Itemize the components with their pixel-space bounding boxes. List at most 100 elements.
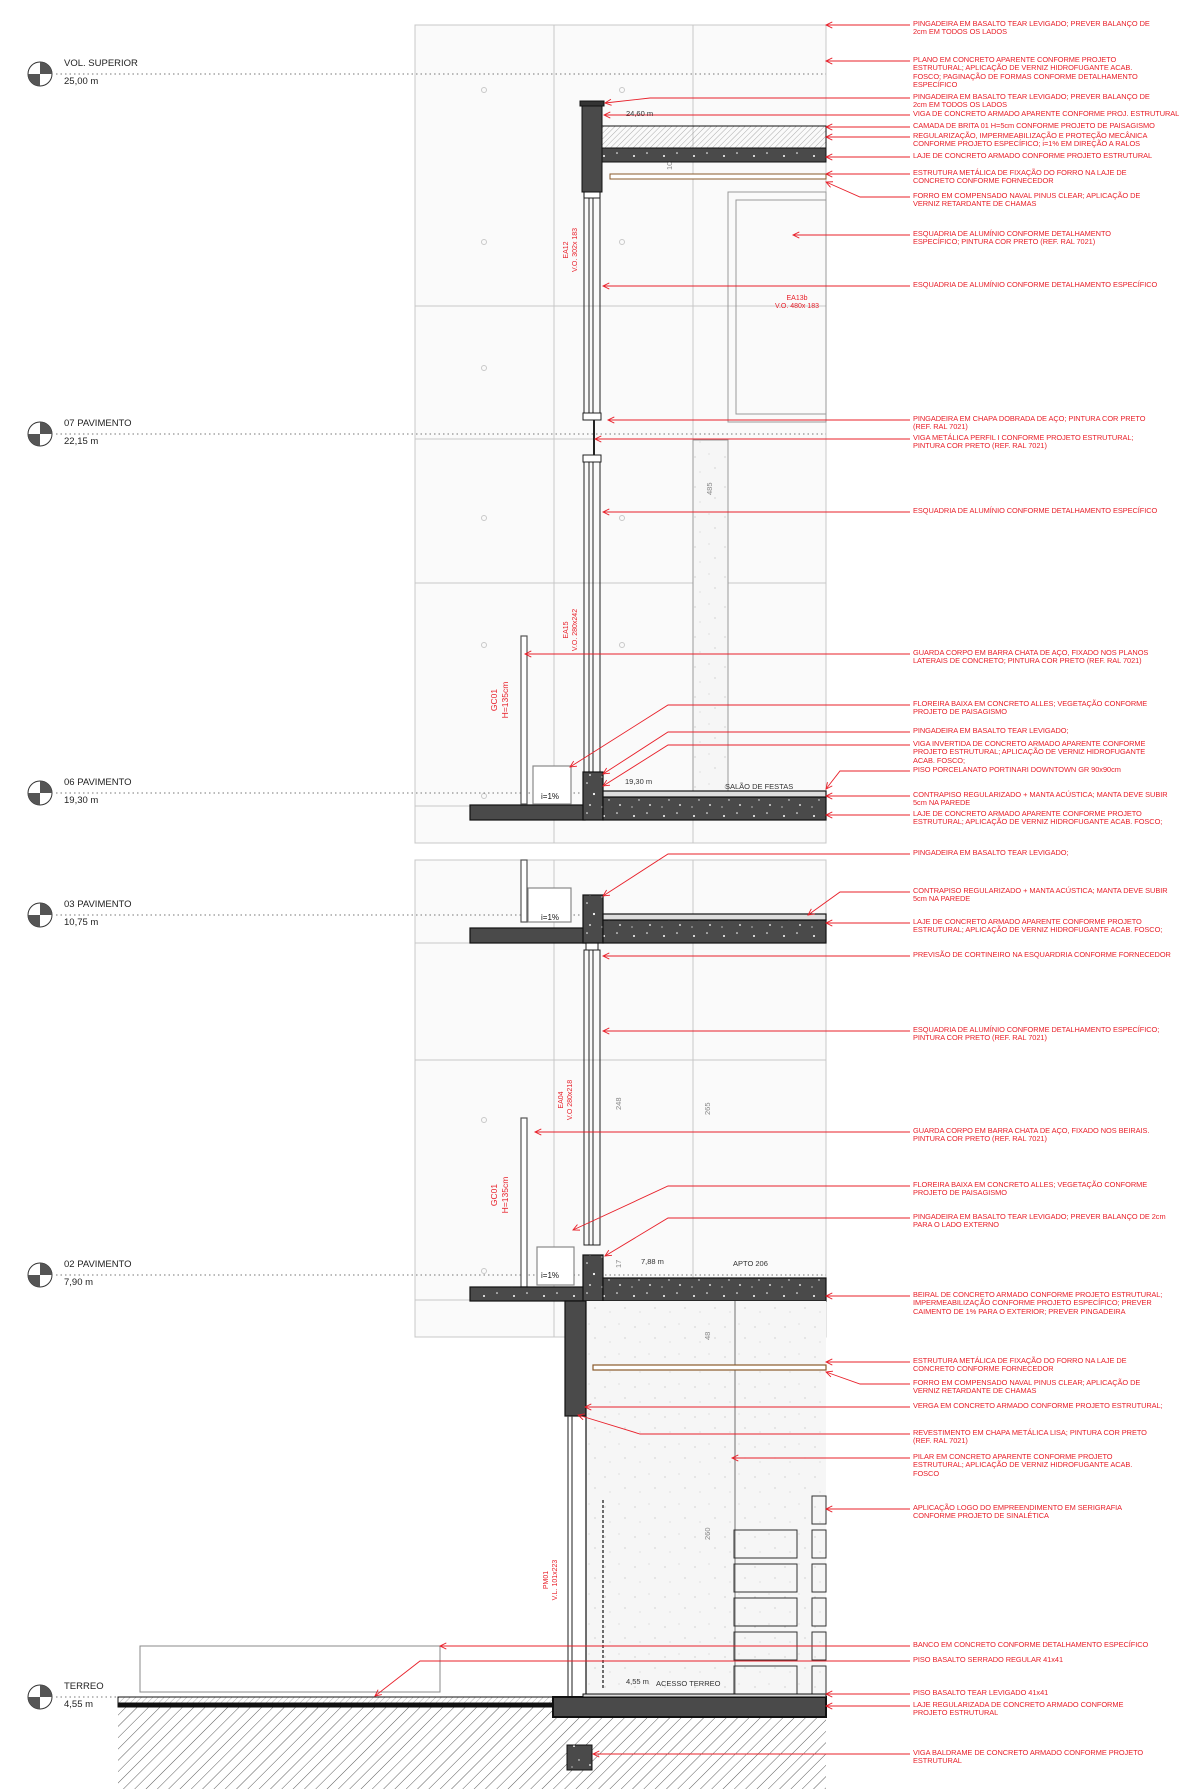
level-name: 07 PAVIMENTO bbox=[64, 418, 132, 429]
ground-room: ACESSO TERREO bbox=[656, 1679, 721, 1688]
ea13b-size: V.O. 480x 183 bbox=[775, 303, 819, 310]
arrowhead-icon bbox=[824, 1505, 833, 1513]
gc01-height: H=135cm bbox=[500, 682, 510, 719]
annotation-note: LAJE REGULARIZADA DE CONCRETO ARMADO CON… bbox=[913, 1700, 1124, 1718]
annotation-note: LAJE DE CONCRETO ARMADO APARENTE CONFORM… bbox=[913, 917, 1163, 935]
leader-line bbox=[572, 1185, 910, 1231]
annotation-note: VIGA INVERTIDA DE CONCRETO ARMADO APAREN… bbox=[913, 739, 1146, 765]
floor02-elevation: 7,88 m bbox=[641, 1257, 664, 1266]
level-elevation: 7,90 m bbox=[64, 1277, 94, 1288]
arrowhead-icon bbox=[824, 919, 833, 927]
leader-line bbox=[569, 704, 910, 768]
dim-10: 10 bbox=[665, 162, 674, 170]
arrowhead-icon bbox=[791, 231, 800, 239]
arrowhead-icon bbox=[603, 98, 612, 106]
arrowhead-icon bbox=[824, 1690, 833, 1698]
annotation-note: PISO BASALTO TEAR LEVIGADO 41x41 bbox=[913, 1688, 1049, 1697]
interior-wall bbox=[692, 439, 729, 793]
dim-48: 48 bbox=[703, 1332, 712, 1340]
arrowhead-icon bbox=[824, 1292, 833, 1300]
window-frames bbox=[582, 197, 602, 1246]
leader-line bbox=[602, 731, 910, 775]
level-elevation: 19,30 m bbox=[64, 795, 99, 806]
annotation-note: REVESTIMENTO EM CHAPA METÁLICA LISA; PIN… bbox=[913, 1428, 1147, 1446]
arrowhead-icon bbox=[825, 782, 833, 790]
arrowhead-icon bbox=[730, 1454, 739, 1462]
arrowhead-icon bbox=[602, 767, 611, 775]
roof-assembly bbox=[579, 100, 827, 423]
arrowhead-icon bbox=[824, 1358, 833, 1366]
level-marker-icon bbox=[27, 780, 53, 806]
annotation-note: REGULARIZAÇÃO, IMPERMEABILIZAÇÃO E PROTE… bbox=[913, 131, 1148, 149]
arrowhead-icon bbox=[602, 779, 611, 787]
annotation-note: PLANO EM CONCRETO APARENTE CONFORME PROJ… bbox=[913, 55, 1138, 90]
annotation-note: PINGADEIRA EM BASALTO TEAR LEVIGADO; PRE… bbox=[913, 19, 1150, 37]
drawing-labels: 24,60 m 19,30 m SALÃO DE FESTAS 7,88 m A… bbox=[541, 109, 793, 1688]
logo-panels bbox=[733, 1495, 827, 1695]
leader-line bbox=[807, 891, 910, 916]
arrowhead-icon bbox=[583, 1403, 592, 1411]
leader-line bbox=[604, 97, 910, 104]
pm01-code: PM01 bbox=[543, 1571, 550, 1589]
leader-line bbox=[602, 853, 910, 897]
arrowhead-icon bbox=[824, 792, 833, 800]
arrowhead-icon bbox=[374, 1689, 382, 1697]
level-name: TERREO bbox=[64, 1681, 104, 1692]
annotation-note: ESQUADRIA DE ALUMÍNIO CONFORME DETALHAME… bbox=[913, 280, 1158, 289]
annotation-note: PINGADEIRA EM BASALTO TEAR LEVIGADO; PRE… bbox=[913, 92, 1150, 110]
arrowhead-icon bbox=[602, 111, 611, 119]
level-name: 06 PAVIMENTO bbox=[64, 777, 132, 788]
arrowhead-icon bbox=[824, 123, 833, 131]
annotation-note: VIGA BALDRAME DE CONCRETO ARMADO CONFORM… bbox=[913, 1748, 1144, 1766]
arrowhead-icon bbox=[824, 57, 833, 65]
level-marker-icon bbox=[27, 421, 53, 447]
floor02-room: APTO 206 bbox=[733, 1259, 768, 1268]
annotation-note: LAJE DE CONCRETO ARMADO CONFORME PROJETO… bbox=[913, 151, 1153, 160]
annotation-note: FLOREIRA BAIXA EM CONCRETO ALLES; VEGETA… bbox=[913, 1180, 1148, 1198]
leader-line bbox=[825, 770, 910, 790]
arrowhead-icon bbox=[824, 1702, 833, 1710]
level-elevation: 22,15 m bbox=[64, 436, 99, 447]
roof-elevation: 24,60 m bbox=[626, 109, 653, 118]
arrowhead-icon bbox=[569, 760, 578, 768]
annotation-note: PINGADEIRA EM BASALTO TEAR LEVIGADO; bbox=[913, 848, 1069, 857]
arrowhead-icon bbox=[606, 416, 615, 424]
floor-06-slab bbox=[469, 635, 827, 821]
floor06-room: SALÃO DE FESTAS bbox=[725, 782, 793, 791]
level-elevation: 4,55 m bbox=[64, 1699, 94, 1710]
arrowhead-icon bbox=[601, 282, 610, 290]
annotation-note: ESQUADRIA DE ALUMÍNIO CONFORME DETALHAME… bbox=[913, 1025, 1160, 1043]
level-marker-icon bbox=[27, 902, 53, 928]
annotation-note: FORRO EM COMPENSADO NAVAL PINUS CLEAR; A… bbox=[913, 191, 1141, 209]
leader-line bbox=[825, 1371, 910, 1385]
arrowhead-icon bbox=[824, 811, 833, 819]
dim-260: 260 bbox=[703, 1527, 712, 1540]
arrowhead-icon bbox=[824, 133, 833, 141]
annotation-note: VIGA DE CONCRETO ARMADO APARENTE CONFORM… bbox=[913, 109, 1180, 118]
annotation-leaders bbox=[374, 21, 910, 1758]
ea15-code: EA15 bbox=[563, 621, 570, 638]
level-marker-icon bbox=[27, 1684, 53, 1710]
floor-02-slab bbox=[469, 1246, 827, 1697]
arrowhead-icon bbox=[824, 170, 833, 178]
arrowhead-icon bbox=[824, 21, 833, 29]
leader-line bbox=[602, 744, 910, 787]
arrowhead-icon bbox=[438, 1642, 447, 1650]
arrowhead-icon bbox=[601, 508, 610, 516]
floor-03-slab bbox=[469, 859, 827, 1288]
ea13b-code: EA13b bbox=[786, 295, 807, 302]
ea12-code: EA12 bbox=[563, 241, 570, 258]
annotation-note: CONTRAPISO REGULARIZADO + MANTA ACÚSTICA… bbox=[913, 790, 1168, 808]
annotation-note: VERGA EM CONCRETO ARMADO CONFORME PROJET… bbox=[913, 1401, 1163, 1410]
ground-elevation: 4,55 m bbox=[626, 1677, 649, 1686]
annotation-note: PINGADEIRA EM BASALTO TEAR LEVIGADO; PRE… bbox=[913, 1212, 1166, 1230]
level-name: VOL. SUPERIOR bbox=[64, 58, 138, 69]
dim-17: 17 bbox=[614, 1260, 623, 1268]
leader-line bbox=[577, 1414, 910, 1435]
annotation-note: BEIRAL DE CONCRETO ARMADO CONFORME PROJE… bbox=[913, 1290, 1163, 1316]
concrete-facade-panels bbox=[414, 24, 827, 1338]
level-name: 02 PAVIMENTO bbox=[64, 1259, 132, 1270]
level-elevation: 10,75 m bbox=[64, 917, 99, 928]
gc01-code: GC01 bbox=[489, 689, 499, 711]
annotation-note: PISO PORCELANATO PORTINARI DOWNTOWN GR 9… bbox=[913, 765, 1121, 774]
